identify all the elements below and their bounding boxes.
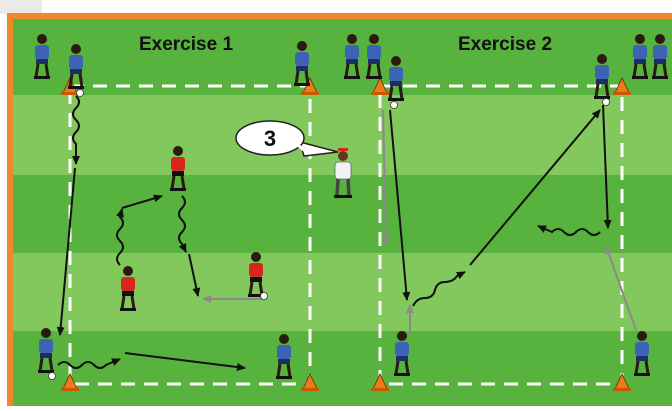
speech-bubble-icon: 3 bbox=[235, 120, 339, 157]
pass-arrow-gray bbox=[604, 245, 637, 331]
cone-icon bbox=[301, 373, 319, 391]
pass-arrow bbox=[56, 167, 76, 336]
player-blue-icon bbox=[34, 34, 50, 79]
player-red-icon bbox=[170, 146, 186, 191]
dribble-arrow bbox=[537, 225, 601, 236]
coach-icon bbox=[334, 148, 352, 198]
run-arrow bbox=[602, 104, 612, 229]
pass-arrow bbox=[469, 109, 601, 266]
corner-patch bbox=[0, 0, 42, 14]
cone-icon bbox=[613, 373, 631, 391]
run-arrow bbox=[188, 253, 201, 297]
player-blue-icon bbox=[634, 331, 650, 376]
player-blue-icon bbox=[388, 56, 404, 109]
cone-icon bbox=[61, 373, 79, 391]
exercise-2-arrows bbox=[381, 104, 637, 336]
callout-number: 3 bbox=[264, 126, 276, 151]
pass-arrow bbox=[124, 352, 246, 371]
player-red-icon bbox=[120, 266, 136, 311]
player-red-icon bbox=[248, 252, 268, 300]
pass-arrow bbox=[121, 194, 163, 209]
player-blue-icon bbox=[294, 41, 310, 86]
dribble-arrow bbox=[116, 208, 124, 266]
dribble-arrow bbox=[72, 95, 80, 165]
players bbox=[34, 34, 668, 380]
cone-icon bbox=[613, 77, 631, 95]
player-blue-icon bbox=[652, 34, 668, 79]
player-blue-icon bbox=[366, 34, 382, 79]
grass-stripes bbox=[13, 19, 672, 406]
dribble-arrow bbox=[412, 271, 466, 307]
run-arrow bbox=[389, 109, 411, 301]
cone-icon bbox=[371, 373, 389, 391]
player-blue-icon bbox=[594, 54, 610, 106]
player-blue-icon bbox=[394, 331, 410, 376]
pass-arrow-gray bbox=[381, 109, 390, 246]
dribble-arrow bbox=[178, 195, 187, 253]
exercise-1-arrows bbox=[56, 95, 262, 371]
exercise-2-title: Exercise 2 bbox=[458, 34, 552, 55]
player-blue-icon bbox=[38, 328, 56, 380]
player-blue-icon bbox=[344, 34, 360, 79]
player-blue-icon bbox=[276, 334, 292, 379]
player-blue-icon bbox=[68, 44, 84, 97]
dribble-arrow bbox=[57, 358, 121, 369]
exercise-1-title: Exercise 1 bbox=[139, 34, 233, 55]
cone-icon bbox=[371, 77, 389, 95]
player-blue-icon bbox=[632, 34, 648, 79]
